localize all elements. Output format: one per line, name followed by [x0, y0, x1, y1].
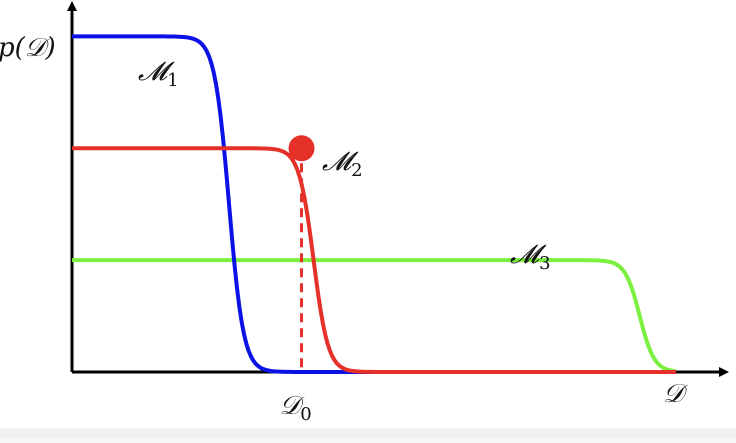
- series-label-m1-sub: 1: [167, 70, 178, 91]
- y-axis-label: p(𝒟): [0, 33, 56, 63]
- x0-label-sub: 0: [300, 404, 311, 425]
- series-line-m3: [72, 258, 677, 374]
- bottom-strip: [0, 428, 736, 438]
- series-line-m2: [72, 146, 676, 374]
- series-label-m2-sub: 2: [351, 160, 362, 181]
- m2-marker-point: [288, 135, 315, 162]
- x0-tick-label: 𝒟0: [280, 391, 312, 425]
- series-layer: [72, 34, 677, 374]
- series-label-m3-sub: 3: [539, 253, 550, 274]
